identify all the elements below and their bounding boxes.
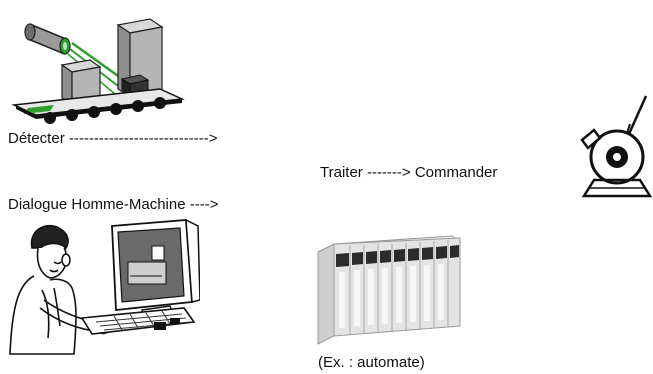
hmi-label: Dialogue Homme-Machine ----> [8, 196, 219, 213]
detect-label: Détecter ----------------------------> [8, 130, 218, 147]
plc-rack-illustration [317, 235, 462, 345]
short-box-icon [60, 59, 102, 107]
plc-rack-icon [317, 235, 462, 345]
keyboard-icon [80, 307, 196, 335]
motor-icon [580, 95, 652, 198]
operator-computer-illustration [9, 218, 200, 355]
example-plc-label: (Ex. : automate) [318, 354, 425, 371]
sensor-conveyor-illustration [11, 18, 185, 124]
conveyor-belt-icon [11, 88, 185, 124]
motor-actuator-illustration [580, 95, 652, 198]
photoelectric-sensor-icon [24, 23, 71, 55]
process-command-label: Traiter -------> Commander [320, 164, 498, 181]
operator-icon [9, 224, 110, 355]
computer-monitor-icon [111, 218, 200, 321]
